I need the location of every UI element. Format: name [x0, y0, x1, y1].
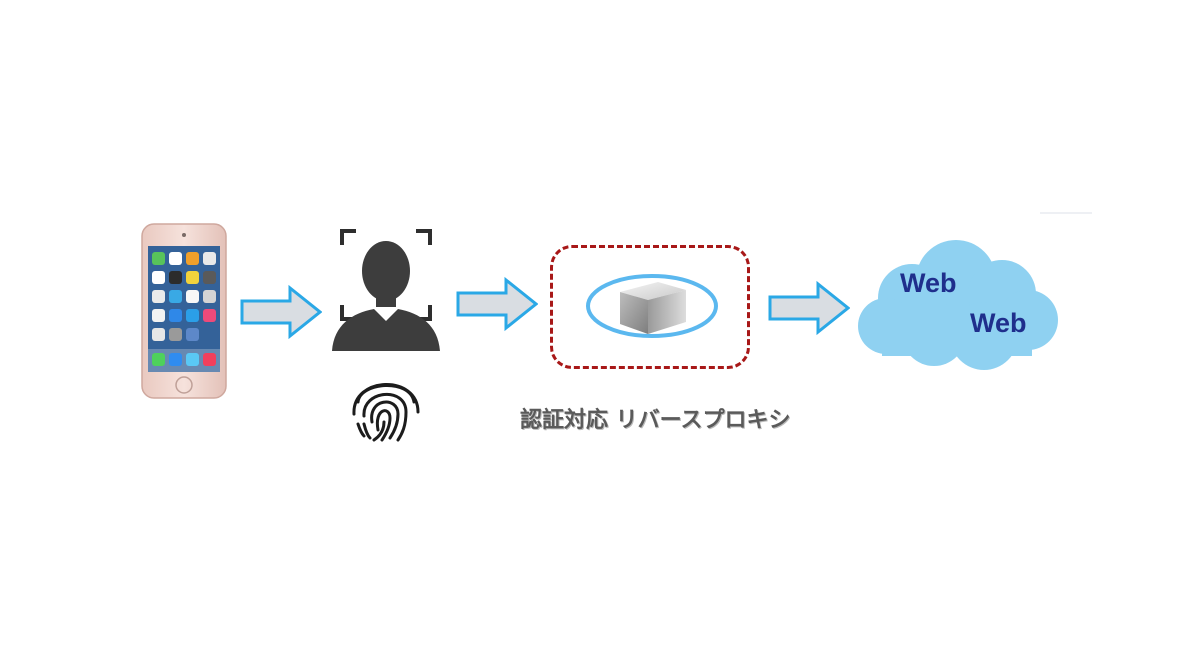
server-cube-icon — [582, 258, 722, 358]
cloud-label-web-2: Web — [970, 308, 1027, 338]
web-cloud-icon — [852, 236, 1062, 376]
fingerprint-icon — [346, 372, 424, 444]
flow-arrow-2 — [456, 276, 539, 332]
divider — [1040, 212, 1092, 214]
reverse-proxy-highlight-box — [550, 245, 750, 369]
flow-arrow-3 — [768, 280, 851, 336]
flow-arrow-1 — [240, 284, 323, 340]
proxy-label: 認証対応 リバースプロキシ — [520, 408, 791, 433]
cloud-label-web-1: Web — [900, 268, 957, 298]
smartphone-icon — [140, 222, 228, 400]
face-recognition-icon — [330, 225, 442, 355]
